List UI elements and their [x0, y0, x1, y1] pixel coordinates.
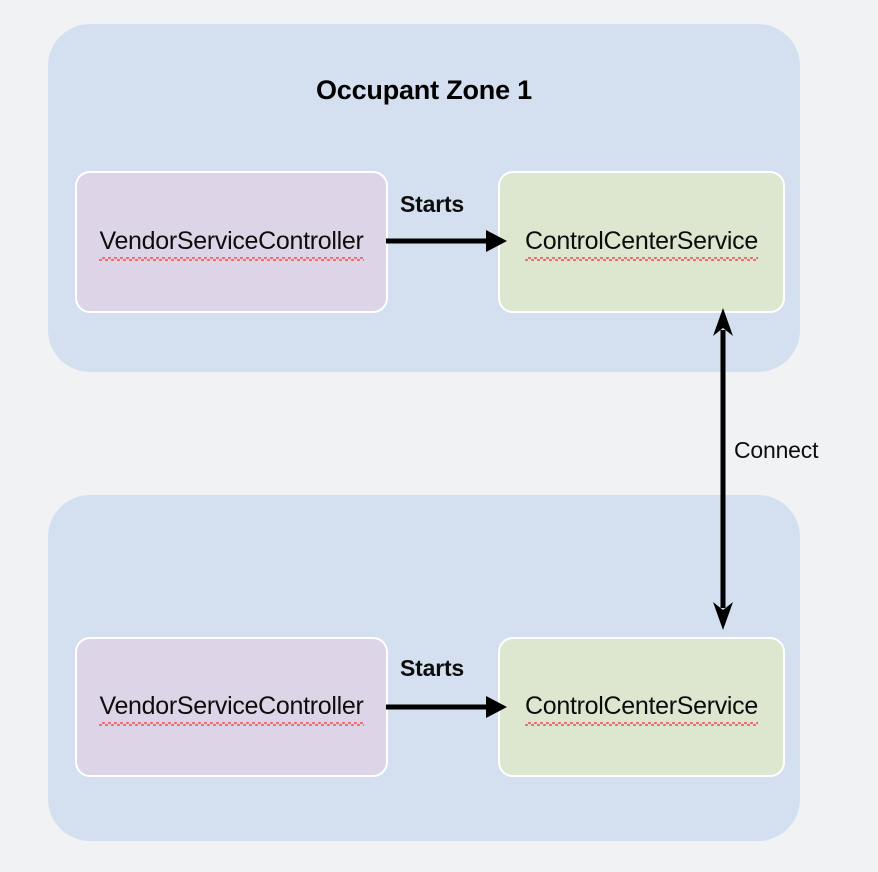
edge-label-starts-zone-1: Starts — [400, 191, 464, 217]
node-label: ControlCenterService — [525, 227, 758, 261]
node-vendor-service-controller-zone-2[interactable]: VendorServiceController — [75, 637, 388, 777]
edge-label-connect: Connect — [734, 437, 819, 463]
node-label: VendorServiceController — [99, 692, 364, 726]
node-label: VendorServiceController — [99, 227, 364, 261]
node-vendor-service-controller-zone-1[interactable]: VendorServiceController — [75, 171, 388, 313]
occupant-zone-1-title: Occupant Zone 1 — [315, 75, 533, 105]
edge-label-starts-zone-2: Starts — [400, 655, 464, 681]
node-control-center-service-zone-2[interactable]: ControlCenterService — [498, 637, 785, 777]
node-control-center-service-zone-1[interactable]: ControlCenterService — [498, 171, 785, 313]
node-label: ControlCenterService — [525, 692, 758, 726]
